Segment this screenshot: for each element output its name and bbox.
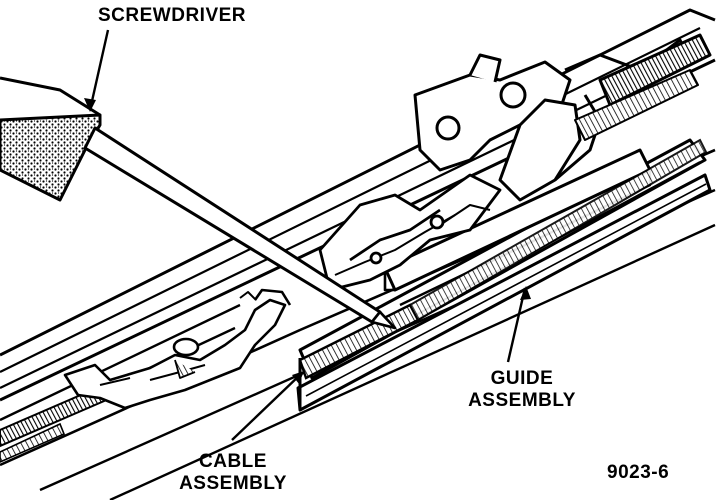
screwdriver-label: SCREWDRIVER	[98, 5, 247, 26]
cable-clip	[63, 288, 292, 410]
cable-leader	[231, 372, 303, 441]
cable-arrowhead	[292, 371, 304, 384]
latch-mechanism	[413, 33, 712, 202]
guide-assembly-label: GUIDE ASSEMBLY	[467, 368, 577, 412]
guide-leader	[506, 287, 527, 363]
screwdriver-leader	[88, 29, 110, 111]
guide-label-line2: ASSEMBLY	[468, 390, 576, 411]
guide-label-line1: GUIDE	[490, 368, 554, 389]
cable-label-line1: CABLE	[199, 451, 267, 472]
leader-arrowheads	[84, 98, 531, 384]
cable-assembly-label: CABLE ASSEMBLY	[173, 451, 293, 495]
screwdriver-arrowhead	[84, 98, 96, 112]
screwdriver	[0, 76, 397, 330]
figure-number: 9023-6	[607, 462, 670, 483]
cable-label-line2: ASSEMBLY	[179, 473, 287, 494]
linkage-arms	[318, 173, 502, 292]
guide-arrowhead	[520, 286, 531, 300]
leader-lines	[88, 29, 527, 441]
